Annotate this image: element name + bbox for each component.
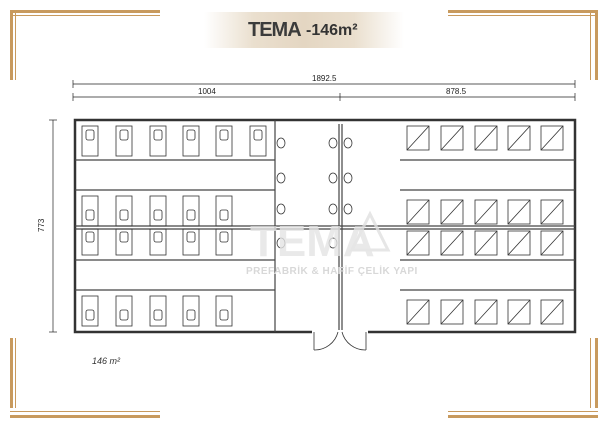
corner-frame-bottom-left-vertical bbox=[10, 338, 18, 418]
corner-frame-top-left-vertical bbox=[10, 10, 18, 90]
toilet-cubicles-top-left bbox=[81, 125, 267, 157]
area-label: 146 m² bbox=[92, 356, 121, 366]
shower-cubicles bbox=[406, 125, 564, 325]
dim-total-width: 1892.5 bbox=[312, 74, 337, 83]
dim-left-section: 1004 bbox=[198, 87, 216, 96]
watermark-logo: TEMA bbox=[250, 210, 391, 266]
entrance-door bbox=[312, 330, 368, 351]
dimension-lines bbox=[49, 80, 576, 333]
corner-frame-bottom-left bbox=[10, 396, 160, 418]
toilet-cubicles-bottom-left bbox=[81, 295, 233, 327]
title-banner bbox=[204, 12, 404, 48]
toilet-cubicles-mid-left bbox=[81, 195, 233, 256]
watermark-subtitle: PREFABRİK & HAFİF ÇELİK YAPI bbox=[246, 266, 418, 277]
corner-frame-bottom-right bbox=[448, 396, 598, 418]
dim-height: 773 bbox=[37, 218, 46, 232]
washbasins bbox=[276, 137, 353, 249]
corner-frame-top-left bbox=[10, 10, 160, 32]
brand-logo: TEMA bbox=[248, 19, 302, 41]
corner-frame-top-right bbox=[448, 10, 598, 32]
corner-frame-bottom-right-vertical bbox=[590, 338, 598, 418]
dim-right-section: 878.5 bbox=[446, 87, 467, 96]
corner-frame-top-right-vertical bbox=[590, 10, 598, 90]
area-title: -146m² bbox=[306, 22, 358, 39]
svg-text:TEMA: TEMA bbox=[250, 217, 375, 266]
